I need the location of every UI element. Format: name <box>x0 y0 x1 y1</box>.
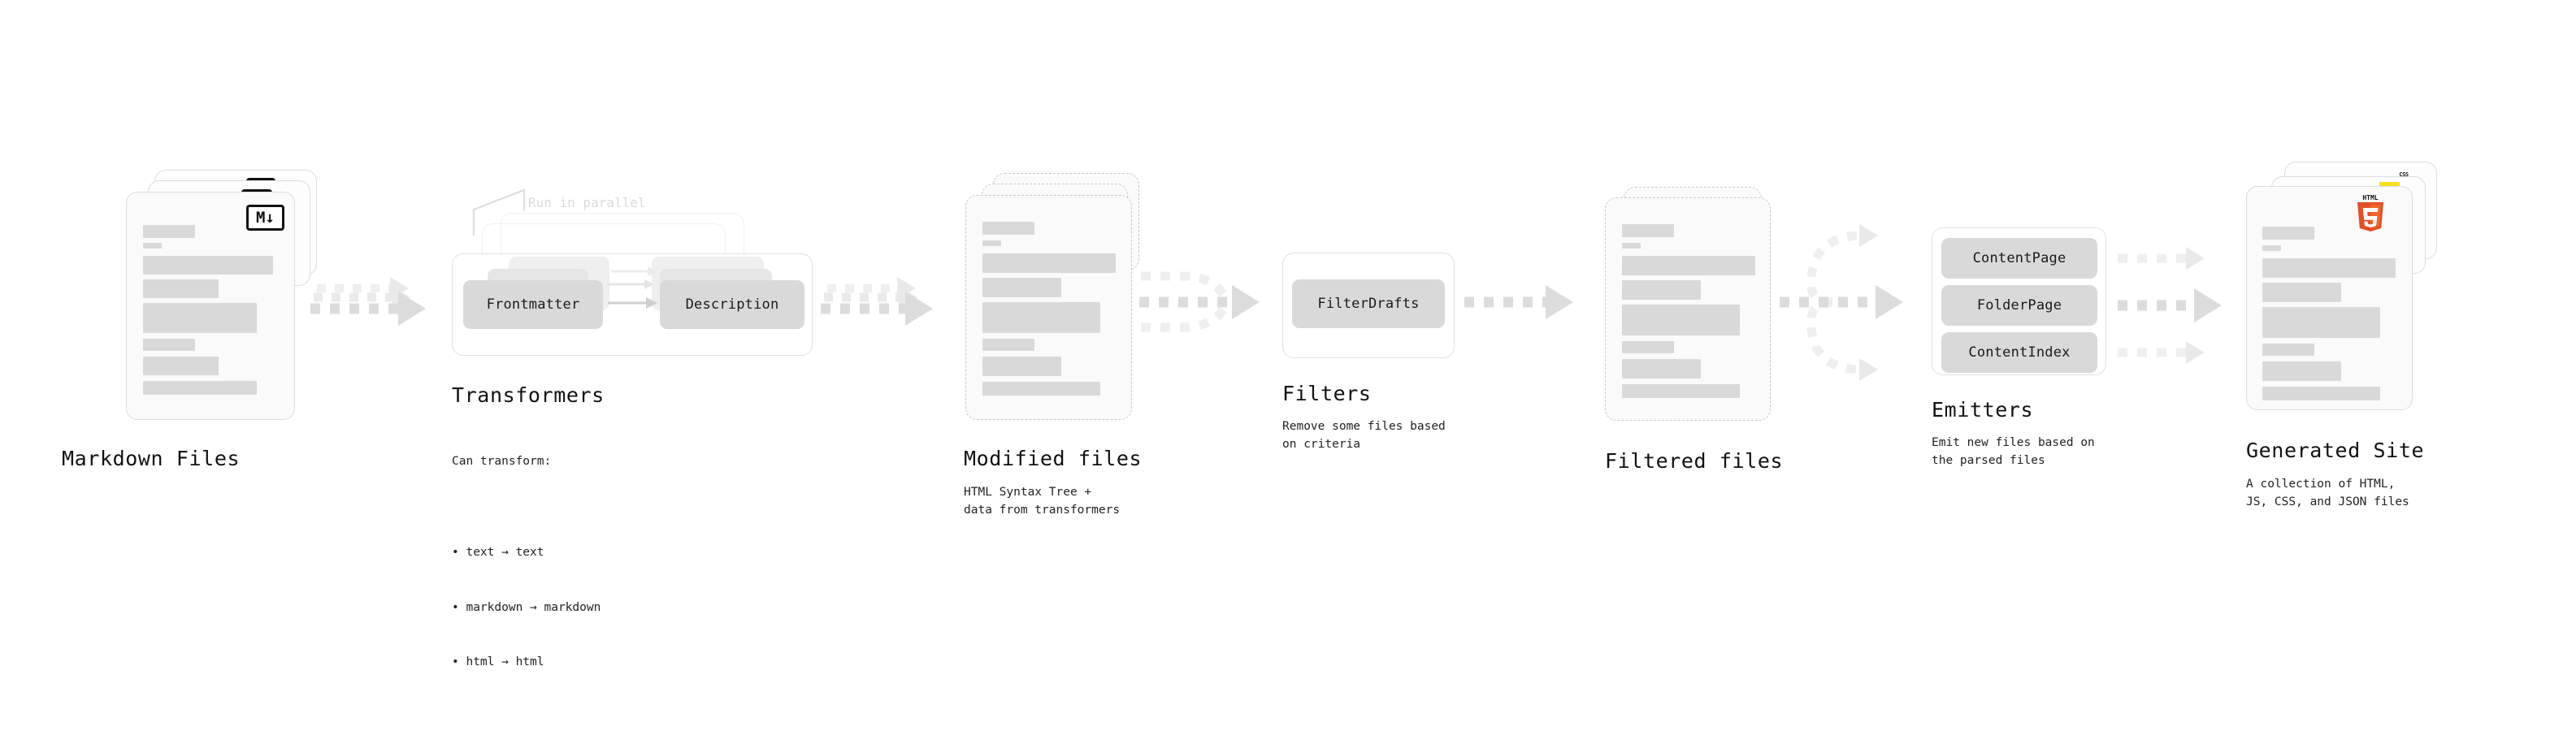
emitter-node-folderpage[interactable]: FolderPage <box>1941 285 2097 326</box>
filters-description: Remove some files based on criteria <box>1282 420 1446 452</box>
html5-icon: HTML <box>2353 192 2388 235</box>
stage-caption-emitters: Emitters <box>1932 398 2034 422</box>
stage-caption-transformers: Transformers <box>452 383 605 407</box>
doc-line <box>1622 280 1701 300</box>
arrow-modified-to-filters <box>1139 271 1260 332</box>
doc-line <box>982 357 1061 376</box>
html5-icon-svg: HTML <box>2357 194 2383 231</box>
generated-file-card-front <box>2246 186 2413 410</box>
filter-node-filterdrafts[interactable]: FilterDrafts <box>1292 279 1445 328</box>
doc-line <box>982 253 1116 273</box>
transformers-description-title: Can transform: <box>452 454 552 468</box>
stage-caption-filters: Filters <box>1282 382 1372 405</box>
doc-line <box>982 240 1001 246</box>
doc-line <box>1622 305 1740 335</box>
doc-line <box>1622 224 1674 237</box>
arrow-transformers-to-modified <box>821 277 933 326</box>
modified-files-description: HTML Syntax Tree + data from transformer… <box>964 486 1121 517</box>
transformers-capability-list: text → text markdown → markdown html → h… <box>452 507 601 707</box>
filtered-file-card-front <box>1605 197 1771 421</box>
doc-line <box>1622 359 1701 378</box>
doc-line <box>1622 341 1674 353</box>
doc-line <box>982 339 1034 351</box>
arrow-filtered-to-emitters <box>1780 224 1903 381</box>
doc-line <box>143 225 195 238</box>
doc-line <box>2262 245 2281 251</box>
doc-line <box>2262 307 2380 338</box>
arrow-emitters-to-site <box>2118 247 2222 364</box>
transformers-capability-item: text → text <box>452 543 601 561</box>
css-icon-label: CSS <box>2399 171 2409 178</box>
doc-line <box>143 303 257 333</box>
doc-line <box>982 382 1100 396</box>
doc-line <box>1622 256 1755 275</box>
generated-site-description: A collection of HTML, JS, CSS, and JSON … <box>2246 478 2409 509</box>
doc-line <box>2262 361 2341 381</box>
markdown-icon: M↓ <box>246 205 284 231</box>
transformers-capability-item: markdown → markdown <box>452 599 601 616</box>
transformer-node-frontmatter[interactable]: Frontmatter <box>463 280 603 329</box>
doc-line <box>982 302 1100 333</box>
svg-text:HTML: HTML <box>2362 194 2378 201</box>
emitter-node-contentpage[interactable]: ContentPage <box>1941 238 2097 279</box>
arrow-filters-to-filtered <box>1464 285 1573 319</box>
emitters-description: Emit new files based on the parsed files <box>1932 436 2095 468</box>
stage-caption-filtered-files: Filtered files <box>1605 449 1784 473</box>
stage-caption-modified-files: Modified files <box>964 447 1143 470</box>
doc-line <box>1622 243 1641 249</box>
doc-line <box>143 381 257 395</box>
pipeline-diagram: M↓ M↓ M↓ Markdown Files Run in parallel … <box>0 0 2576 681</box>
stage-caption-markdown-files: Markdown Files <box>62 447 241 470</box>
stage-caption-generated-site: Generated Site <box>2246 439 2425 462</box>
doc-line <box>2262 227 2314 240</box>
doc-line <box>143 339 195 351</box>
doc-line <box>143 279 219 298</box>
doc-line <box>2262 283 2341 302</box>
doc-line <box>2262 387 2380 400</box>
doc-line <box>1622 384 1740 398</box>
modified-file-card-front <box>965 195 1132 420</box>
run-in-parallel-label: Run in parallel <box>528 195 646 210</box>
transformers-capability-item: html → html <box>452 653 601 671</box>
emitter-node-contentindex[interactable]: ContentIndex <box>1941 332 2097 373</box>
transformers-description: Can transform: text → text markdown → ma… <box>452 416 601 744</box>
doc-line <box>2262 344 2314 356</box>
doc-line <box>143 243 162 249</box>
doc-line <box>143 357 219 375</box>
doc-line <box>143 256 273 275</box>
arrow-markdown-to-transformers <box>310 277 426 326</box>
doc-line <box>982 278 1061 297</box>
doc-line <box>982 222 1034 235</box>
transformer-node-description[interactable]: Description <box>660 280 804 329</box>
doc-line <box>2262 258 2396 278</box>
